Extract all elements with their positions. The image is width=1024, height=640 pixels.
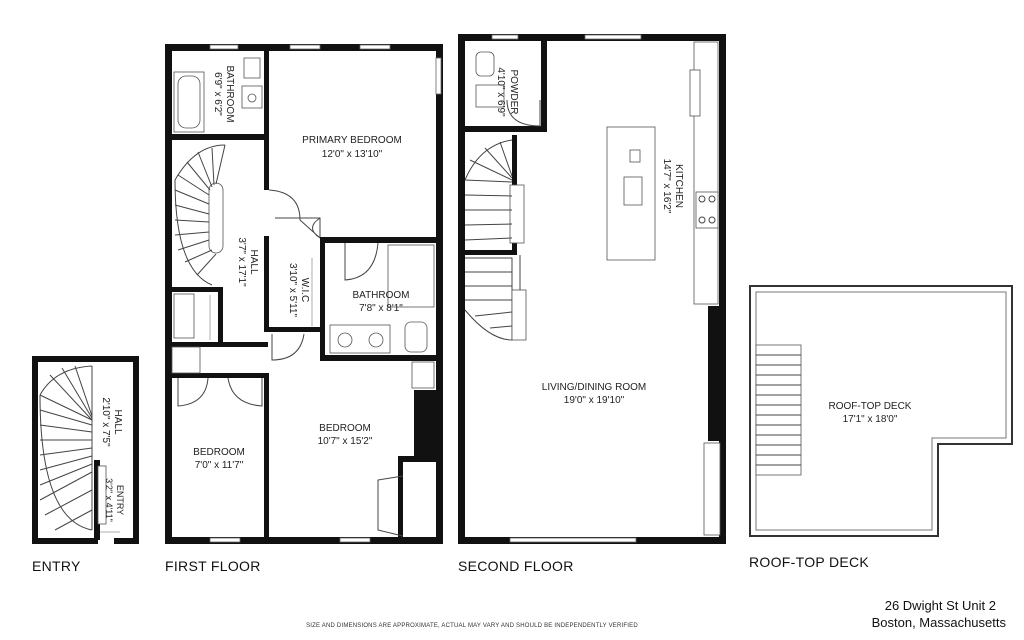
roof-deck-name: ROOF-TOP DECK bbox=[829, 401, 912, 412]
bedroom-large-dims: 10'7" x 15'2" bbox=[318, 436, 373, 447]
bathroom-small-name: BATHROOM bbox=[224, 65, 235, 122]
entry-plan bbox=[32, 356, 139, 544]
living-dining-name: LIVING/DINING ROOM bbox=[542, 382, 646, 393]
primary-bedroom-dims: 12'0" x 13'10" bbox=[322, 149, 383, 160]
kitchen-dims: 14'7" x 16'2" bbox=[661, 159, 672, 214]
powder-dims: 4'10" x 6'9" bbox=[495, 67, 506, 117]
entry-hall-dims: 2'10" x 7'5" bbox=[100, 397, 111, 447]
wic-dims: 3'10" x 5'11" bbox=[287, 263, 298, 318]
address-line1: 26 Dwight St Unit 2 bbox=[885, 598, 996, 613]
kitchen-name: KITCHEN bbox=[673, 164, 684, 208]
roof-deck-dims: 17'1" x 18'0" bbox=[843, 414, 898, 425]
hall-first-name: HALL bbox=[248, 249, 259, 274]
floor-label-second: SECOND FLOOR bbox=[458, 558, 574, 574]
bedroom-small-dims: 7'0" x 11'7" bbox=[195, 460, 244, 471]
entry-entry-dims: 3'2" x 4'11" bbox=[104, 478, 114, 522]
first-floor-plan bbox=[165, 44, 443, 544]
bedroom-small-name: BEDROOM bbox=[193, 447, 245, 458]
entry-hall-name: HALL bbox=[112, 409, 123, 434]
entry-entry-name: ENTRY bbox=[115, 485, 125, 515]
floor-label-first: FIRST FLOOR bbox=[165, 558, 261, 574]
bathroom-first-dims: 7'8" x 8'1" bbox=[359, 303, 403, 314]
floor-label-roof: ROOF-TOP DECK bbox=[749, 554, 869, 570]
hall-first-dims: 3'7" x 17'1" bbox=[236, 237, 247, 287]
wic-name: W.I.C bbox=[299, 278, 310, 302]
bathroom-first-name: BATHROOM bbox=[352, 290, 409, 301]
disclaimer-text: SIZE AND DIMENSIONS ARE APPROXIMATE, ACT… bbox=[306, 623, 638, 629]
floor-label-entry: ENTRY bbox=[32, 558, 81, 574]
powder-name: POWDER bbox=[508, 70, 519, 115]
address-line2: Boston, Massachusetts bbox=[872, 615, 1007, 630]
primary-bedroom-name: PRIMARY BEDROOM bbox=[302, 135, 402, 146]
bathroom-small-dims: 6'9" x 6'2" bbox=[212, 72, 223, 116]
roof-deck-plan bbox=[749, 285, 1013, 537]
bedroom-large-name: BEDROOM bbox=[319, 423, 371, 434]
second-floor-plan bbox=[458, 34, 726, 544]
living-dining-dims: 19'0" x 19'10" bbox=[564, 395, 625, 406]
